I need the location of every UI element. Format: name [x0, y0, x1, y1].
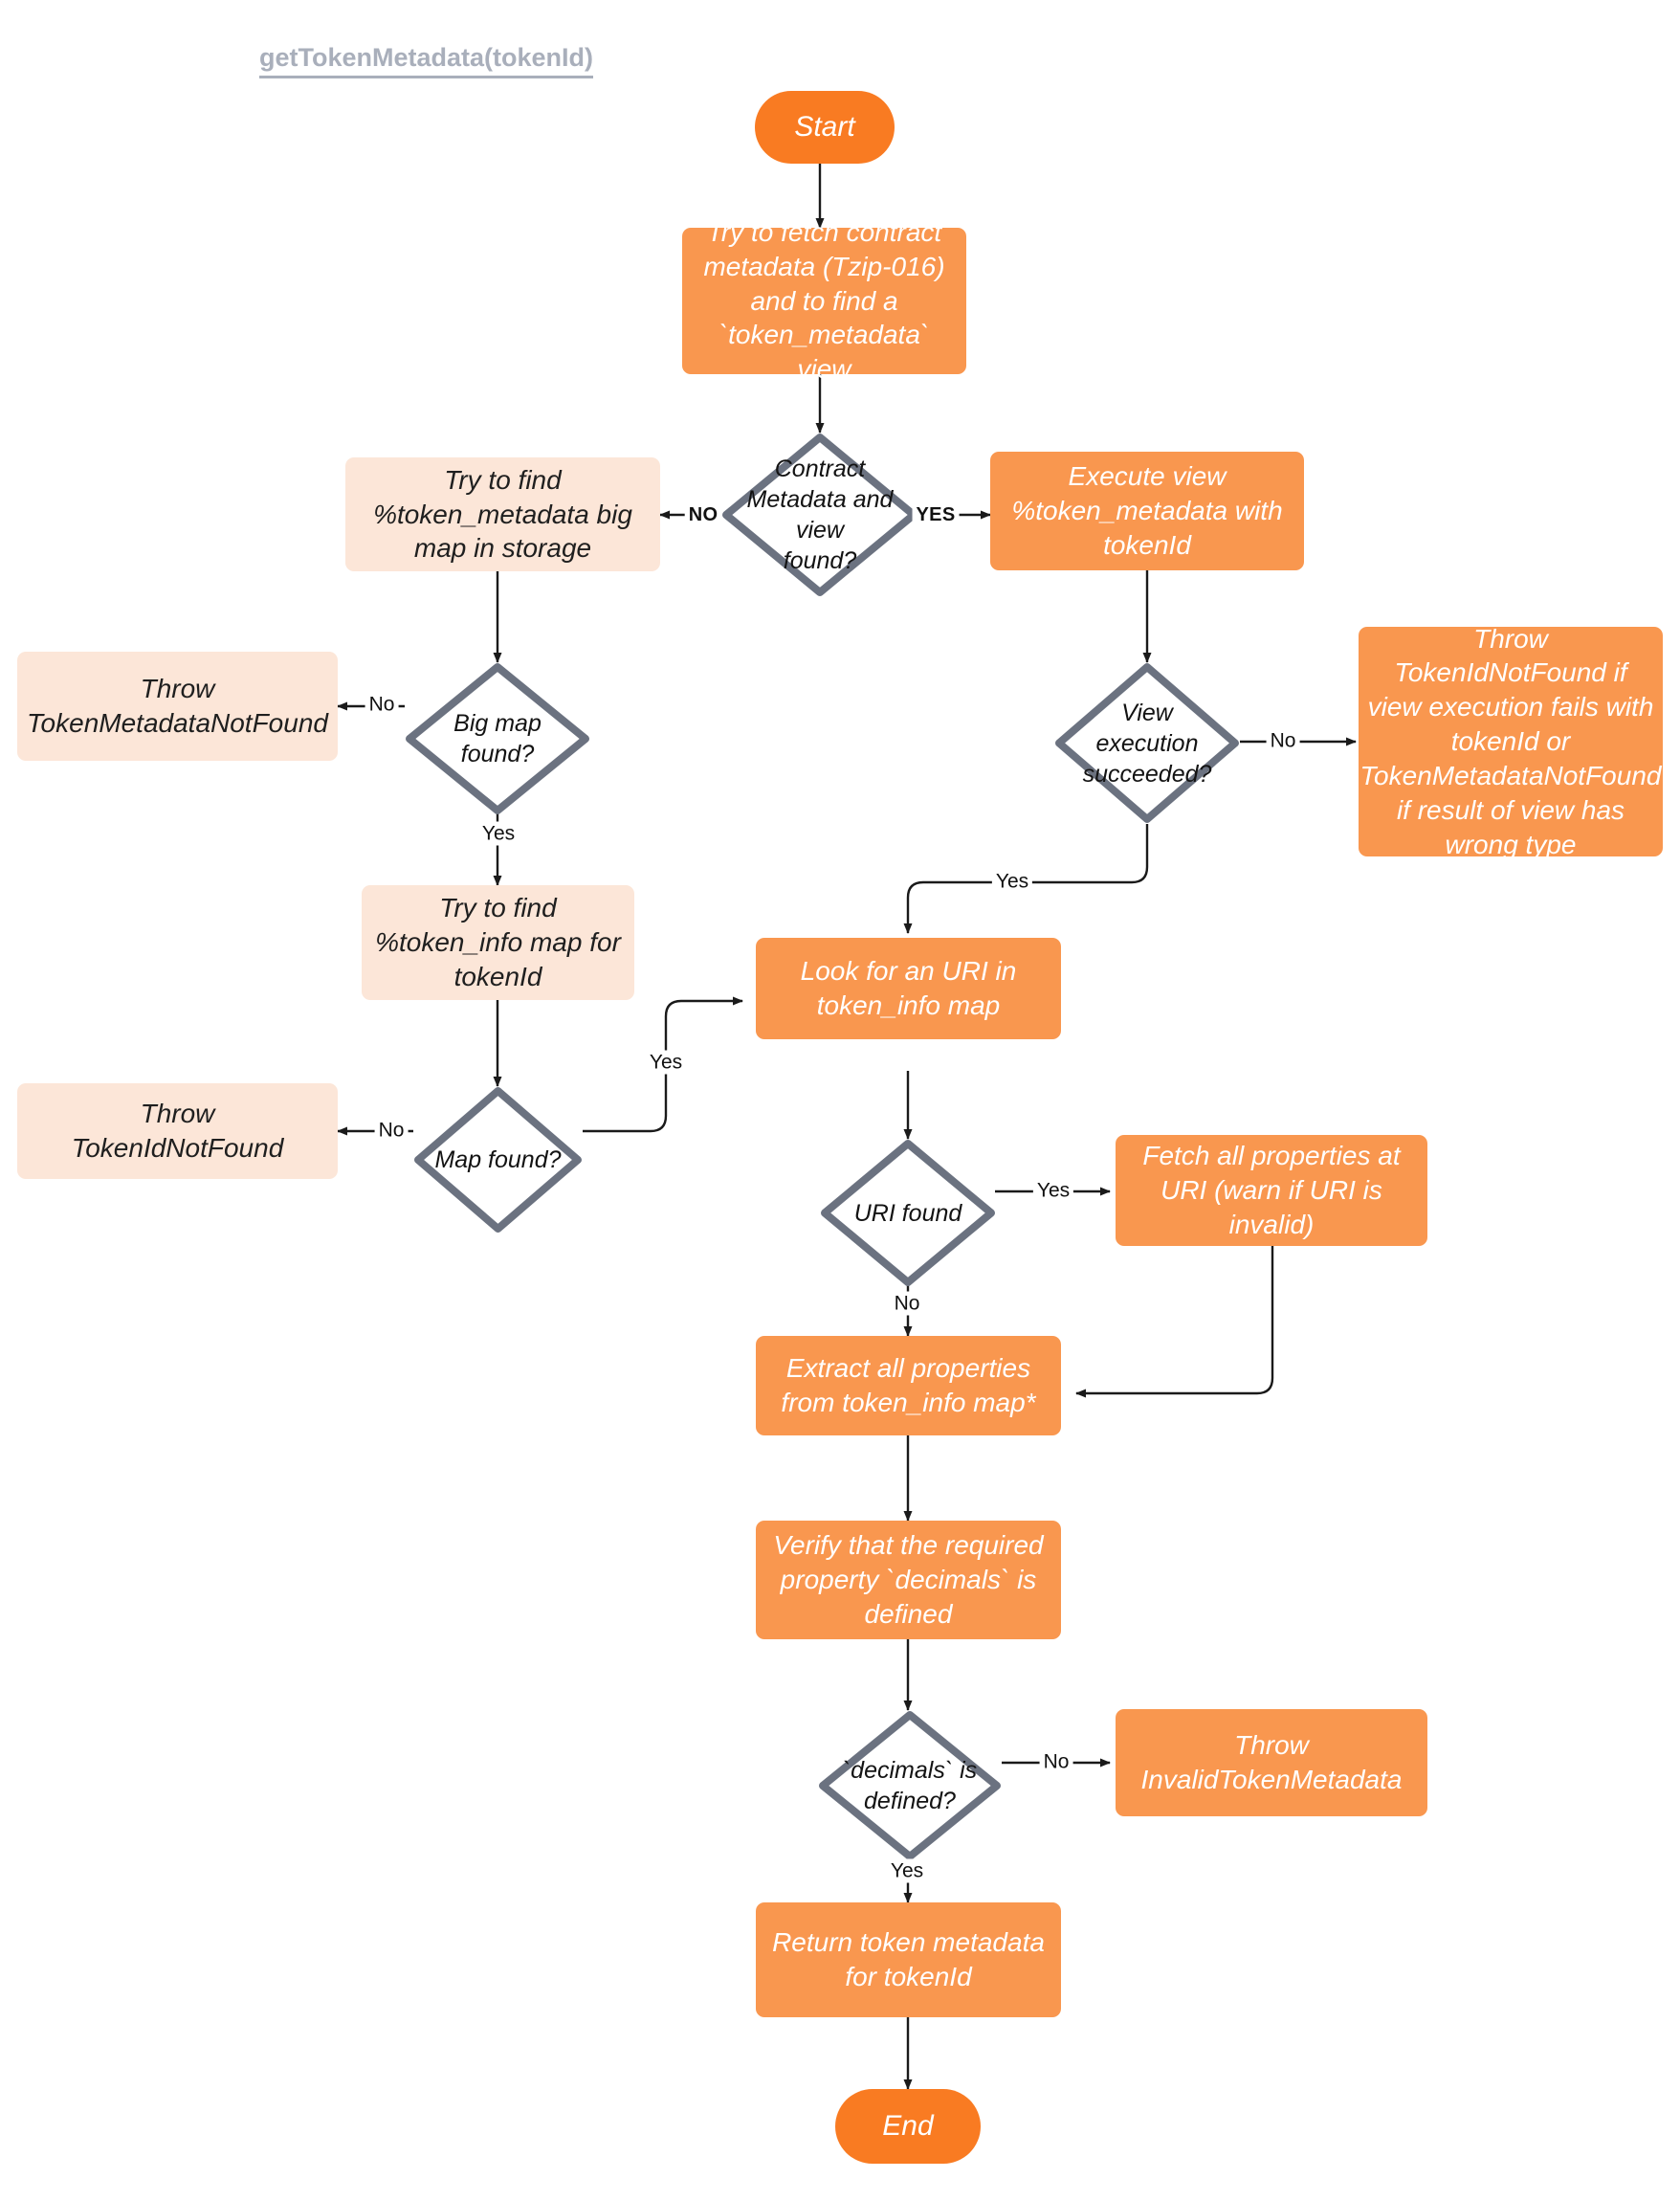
node-big-map-found[interactable]: Big map found? [405, 662, 590, 815]
node-throw-token-id-not-found[interactable]: Throw TokenIdNotFound [17, 1083, 338, 1179]
edge-label-contract-no: NO [684, 503, 722, 526]
edge-label-view-yes: Yes [991, 869, 1033, 894]
page-title: getTokenMetadata(tokenId) [259, 44, 594, 79]
node-fetch-properties-at-uri[interactable]: Fetch all properties at URI (warn if URI… [1116, 1135, 1427, 1246]
node-decimals-defined[interactable]: `decimals` is defined? [818, 1710, 1002, 1861]
edge-label-uri-yes: Yes [1032, 1178, 1074, 1203]
node-start[interactable]: Start [755, 91, 895, 164]
node-return-token-metadata[interactable]: Return token metadata for tokenId [756, 1902, 1061, 2017]
node-return-token-metadata-label: Return token metadata for tokenId [772, 1927, 1045, 1991]
node-execute-view-label: Execute view %token_metadata with tokenI… [1011, 461, 1283, 560]
node-throw-invalid-token-metadata[interactable]: Throw InvalidTokenMetadata [1116, 1709, 1427, 1816]
node-find-big-map[interactable]: Try to find %token_metadata big map in s… [345, 457, 660, 571]
node-find-big-map-label: Try to find %token_metadata big map in s… [373, 464, 632, 564]
node-look-for-uri-label: Look for an URI in token_info map [800, 956, 1017, 1020]
diamond-shape-icon [821, 1140, 995, 1286]
diamond-shape-icon [819, 1711, 1001, 1860]
node-map-found[interactable]: Map found? [413, 1086, 583, 1234]
node-start-label: Start [794, 110, 855, 143]
node-extract-properties[interactable]: Extract all properties from token_info m… [756, 1336, 1061, 1435]
node-execute-view[interactable]: Execute view %token_metadata with tokenI… [990, 452, 1304, 570]
edge-label-map-yes: Yes [645, 1050, 687, 1075]
diamond-shape-icon [1055, 663, 1239, 823]
node-throw-invalid-token-metadata-label: Throw InvalidTokenMetadata [1140, 1730, 1403, 1794]
node-verify-decimals[interactable]: Verify that the required property `decim… [756, 1521, 1061, 1639]
node-throw-view-errors-label: Throw TokenIdNotFound if view execution … [1359, 623, 1662, 859]
node-big-map-found-label: Big map found? [453, 710, 542, 767]
node-fetch-properties-at-uri-label: Fetch all properties at URI (warn if URI… [1142, 1141, 1401, 1239]
edge-label-uri-no: No [890, 1291, 924, 1316]
node-contract-metadata-found-label: Contract Metadata and view found? [746, 456, 894, 574]
node-decimals-defined-label: `decimals` is defined? [842, 1757, 978, 1814]
edge-label-map-no: No [374, 1118, 409, 1143]
edge-label-decimals-yes: Yes [886, 1858, 928, 1883]
node-throw-view-errors[interactable]: Throw TokenIdNotFound if view execution … [1359, 624, 1663, 859]
node-fetch-contract-metadata-label: Try to fetch contract metadata (Tzip-016… [703, 216, 945, 385]
node-end-label: End [882, 2109, 934, 2142]
node-uri-found-label: URI found [853, 1199, 962, 1227]
node-verify-decimals-label: Verify that the required property `decim… [773, 1530, 1044, 1629]
node-throw-token-metadata-not-found-label: Throw TokenMetadataNotFound [27, 674, 328, 738]
edge-label-big-map-yes: Yes [477, 821, 519, 846]
node-find-token-info-map[interactable]: Try to find %token_info map for tokenId [362, 885, 634, 1000]
node-contract-metadata-found[interactable]: Contract Metadata and view found? [721, 433, 918, 597]
diamond-shape-icon [722, 434, 917, 596]
edge-label-contract-yes: YES [912, 503, 960, 526]
node-uri-found[interactable]: URI found [820, 1139, 996, 1287]
diamond-shape-icon [414, 1087, 582, 1233]
node-throw-token-id-not-found-label: Throw TokenIdNotFound [71, 1099, 284, 1163]
node-find-token-info-map-label: Try to find %token_info map for tokenId [375, 893, 621, 991]
edge-label-view-no: No [1266, 728, 1300, 753]
node-end[interactable]: End [835, 2089, 981, 2164]
node-extract-properties-label: Extract all properties from token_info m… [781, 1353, 1036, 1417]
diamond-shape-icon [406, 663, 589, 814]
node-view-execution-succeeded[interactable]: View execution succeeded? [1054, 662, 1240, 824]
node-map-found-label: Map found? [434, 1146, 562, 1173]
node-look-for-uri[interactable]: Look for an URI in token_info map [756, 938, 1061, 1039]
node-view-execution-succeeded-label: View execution succeeded? [1082, 699, 1212, 788]
edge-label-decimals-no: No [1039, 1749, 1073, 1774]
node-throw-token-metadata-not-found[interactable]: Throw TokenMetadataNotFound [17, 652, 338, 761]
node-fetch-contract-metadata[interactable]: Try to fetch contract metadata (Tzip-016… [682, 217, 966, 384]
edge-label-big-map-no: No [365, 692, 399, 717]
